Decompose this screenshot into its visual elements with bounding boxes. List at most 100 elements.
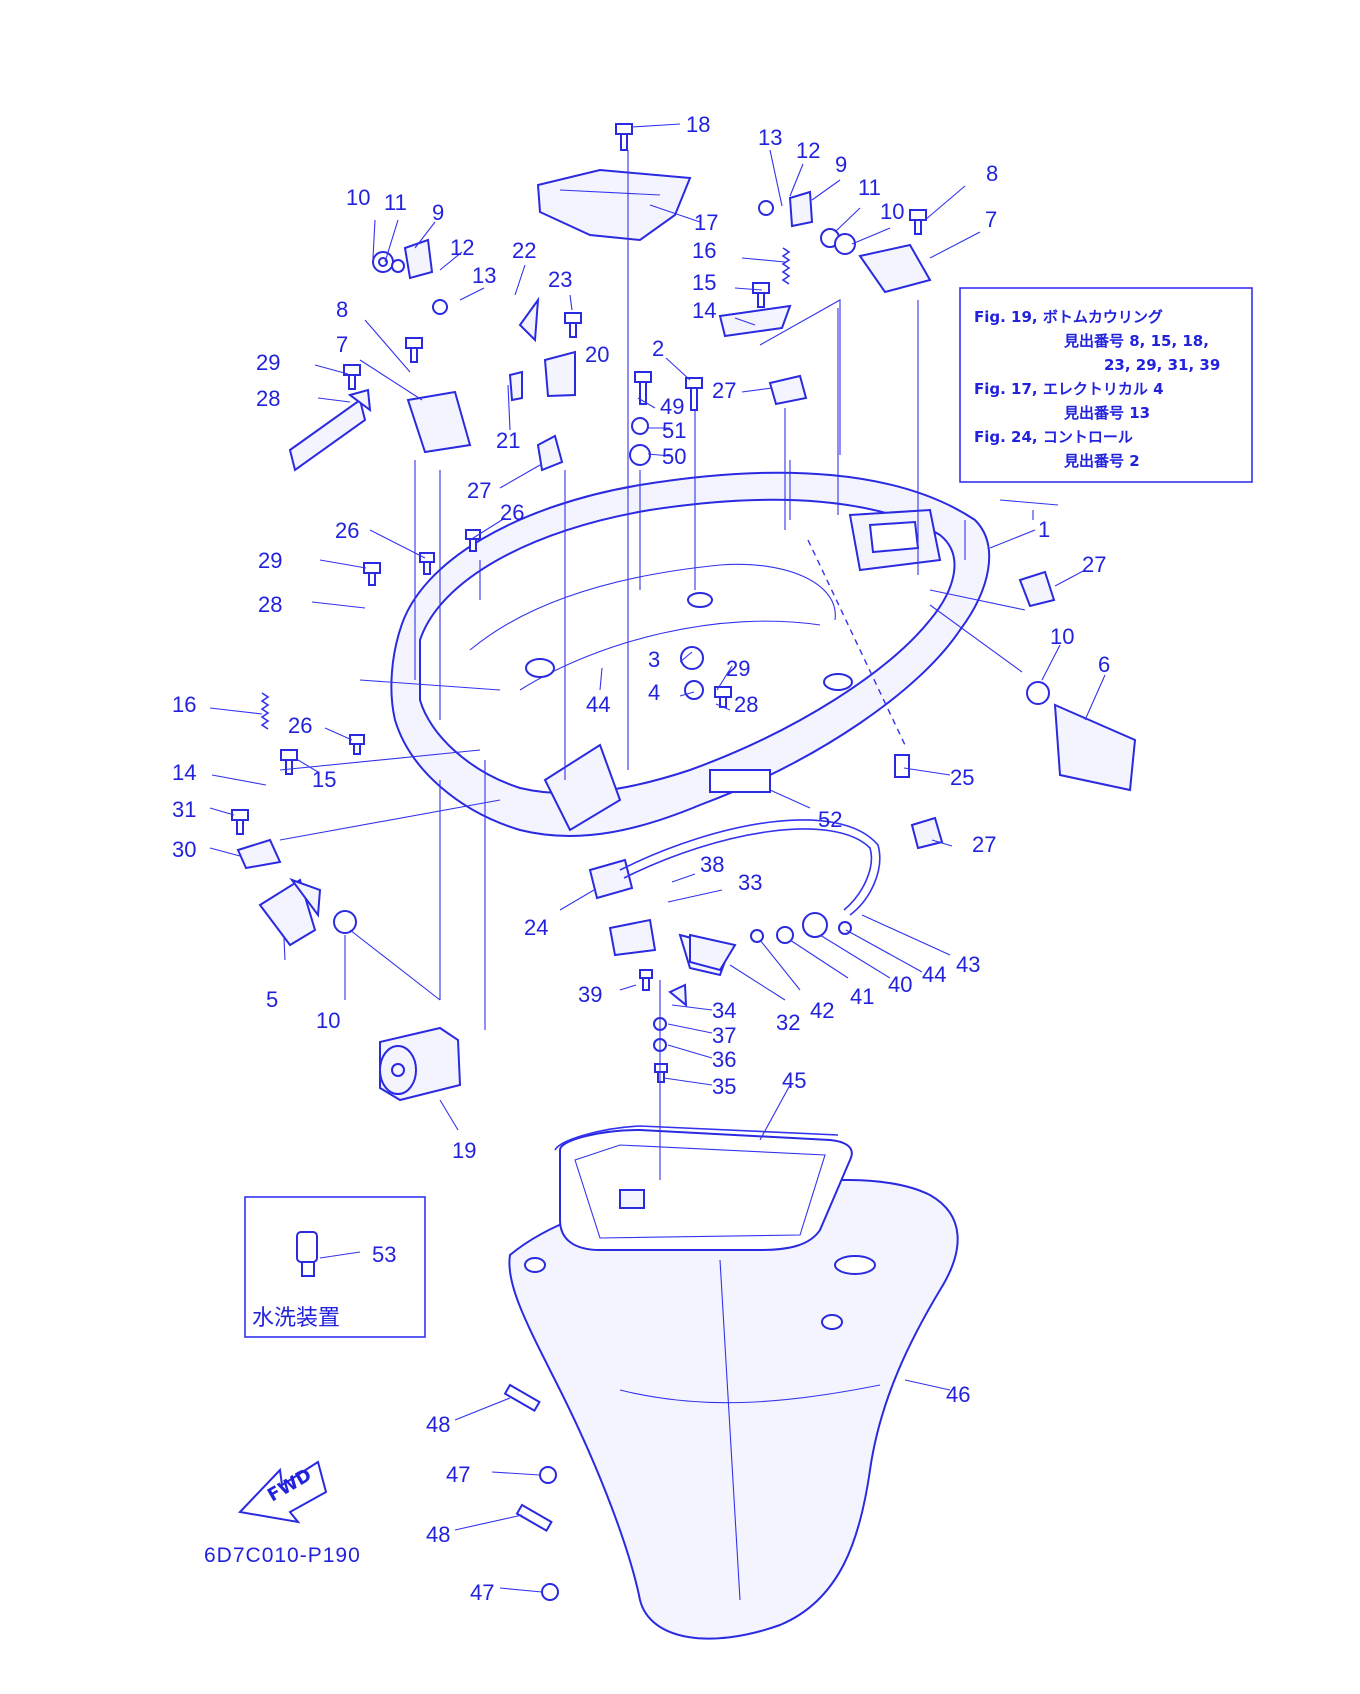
callout-21: 21	[496, 428, 520, 453]
callout-48: 48	[426, 1412, 450, 1437]
note-refs-17: 見出番号 13	[1063, 404, 1150, 422]
callout-28: 28	[256, 386, 280, 411]
callout-16: 16	[692, 238, 716, 263]
callout-12: 12	[796, 138, 820, 163]
callout-15: 15	[312, 767, 336, 792]
note-title-24: コントロール	[1043, 428, 1133, 446]
callout-1: 1	[1038, 517, 1050, 542]
note-refs-24: 見出番号 2	[1063, 452, 1140, 470]
callout-8: 8	[986, 161, 998, 186]
callout-7: 7	[985, 207, 997, 232]
callout-26: 26	[288, 713, 312, 738]
diagram-code: 6D7C010-P190	[204, 1544, 361, 1567]
callout-24: 24	[524, 915, 548, 940]
note-title-17: エレクトリカル 4	[1043, 380, 1164, 398]
callout-27: 27	[1082, 552, 1106, 577]
callout-labels: 18 17 13 12 9 11 10 8 7 16 15 14 10 11 9…	[172, 112, 1110, 1605]
callout-25: 25	[950, 765, 974, 790]
callout-28: 28	[258, 592, 282, 617]
lower-cowling	[508, 1128, 959, 1640]
callout-47: 47	[446, 1462, 470, 1487]
callout-40: 40	[888, 972, 912, 997]
callout-23: 23	[548, 267, 572, 292]
callout-17: 17	[694, 210, 718, 235]
svg-text:Fig. 17, エレクトリカル 4: Fig. 17, エレクトリカル 4	[974, 380, 1164, 398]
callout-22: 22	[512, 238, 536, 263]
callout-44: 44	[922, 962, 946, 987]
callout-26: 26	[500, 500, 524, 525]
callout-29: 29	[256, 350, 280, 375]
callout-6: 6	[1098, 652, 1110, 677]
callout-11: 11	[384, 190, 407, 215]
callout-50: 50	[662, 444, 686, 469]
callout-51: 51	[662, 418, 686, 443]
callout-47: 47	[470, 1580, 494, 1605]
callout-11: 11	[858, 175, 881, 200]
callout-15: 15	[692, 270, 716, 295]
callout-32: 32	[776, 1010, 800, 1035]
callout-35: 35	[712, 1074, 736, 1099]
callout-5: 5	[266, 987, 278, 1012]
callout-10: 10	[1050, 624, 1074, 649]
bottom-cowling-tray	[390, 460, 991, 837]
callout-10: 10	[316, 1008, 340, 1033]
inset-box: 水洗装置	[244, 1196, 426, 1338]
callout-2: 2	[652, 336, 664, 361]
callout-38: 38	[700, 852, 724, 877]
callout-16: 16	[172, 692, 196, 717]
callout-31: 31	[172, 797, 196, 822]
callout-41: 41	[850, 984, 874, 1009]
reference-note-box: Fig. 19, ボトムカウリング 見出番号 8, 15, 18, 23, 29…	[959, 287, 1253, 483]
note-fig-19: Fig. 19,	[974, 308, 1038, 326]
inset-caption: 水洗装置	[252, 1305, 340, 1330]
callout-27: 27	[972, 832, 996, 857]
callout-39: 39	[578, 982, 602, 1007]
callout-29: 29	[258, 548, 282, 573]
callout-3: 3	[648, 647, 660, 672]
callout-45: 45	[782, 1068, 806, 1093]
callout-33: 33	[738, 870, 762, 895]
note-fig-24: Fig. 24,	[974, 428, 1038, 446]
callout-26: 26	[335, 518, 359, 543]
callout-27: 27	[712, 378, 736, 403]
callout-14: 14	[172, 760, 196, 785]
callout-9: 9	[432, 200, 444, 225]
note-title-19: ボトムカウリング	[1043, 308, 1163, 326]
callout-49: 49	[660, 394, 684, 419]
callout-29: 29	[726, 656, 750, 681]
note-refs-19-cont: 23, 29, 31, 39	[1104, 356, 1220, 374]
callout-37: 37	[712, 1023, 736, 1048]
callout-28: 28	[734, 692, 758, 717]
svg-text:Fig. 24, コントロール: Fig. 24, コントロール	[974, 428, 1133, 446]
callout-53: 53	[372, 1242, 396, 1267]
callout-44: 44	[586, 692, 610, 717]
callout-19: 19	[452, 1138, 476, 1163]
callout-10: 10	[880, 199, 904, 224]
callout-9: 9	[835, 152, 847, 177]
callout-30: 30	[172, 837, 196, 862]
callout-42: 42	[810, 998, 834, 1023]
callout-10: 10	[346, 185, 370, 210]
callout-4: 4	[648, 680, 660, 705]
callout-43: 43	[956, 952, 980, 977]
callout-34: 34	[712, 998, 736, 1023]
callout-8: 8	[336, 297, 348, 322]
callout-20: 20	[585, 342, 609, 367]
callout-52: 52	[818, 807, 842, 832]
callout-12: 12	[450, 235, 474, 260]
leader-lines	[209, 123, 1106, 1593]
fwd-arrow-icon: FWD	[237, 1460, 328, 1524]
part-top-guide	[536, 168, 692, 242]
svg-text:Fig. 19, ボトムカウリング: Fig. 19, ボトムカウリング	[974, 308, 1163, 326]
callout-36: 36	[712, 1047, 736, 1072]
callout-7: 7	[336, 332, 348, 357]
callout-46: 46	[946, 1382, 970, 1407]
callout-13: 13	[472, 263, 496, 288]
callout-14: 14	[692, 298, 716, 323]
note-refs-19: 見出番号 8, 15, 18,	[1063, 332, 1209, 350]
callout-18: 18	[686, 112, 710, 137]
note-fig-17: Fig. 17,	[974, 380, 1038, 398]
callout-13: 13	[758, 125, 782, 150]
callout-27: 27	[467, 478, 491, 503]
